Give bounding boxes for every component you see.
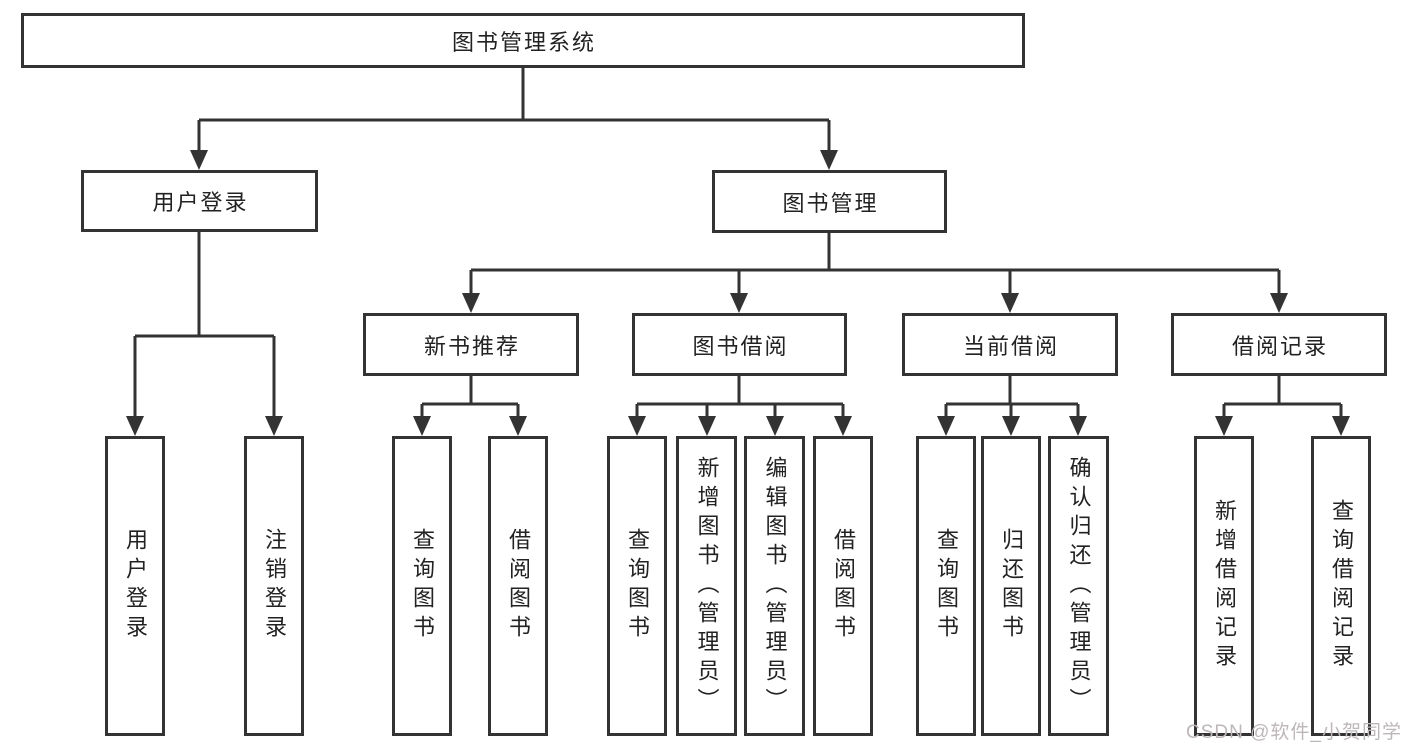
node-borrow-record: 借阅记录 (1171, 313, 1387, 376)
leaf-recommend-borrow-book: 借阅图书 (488, 436, 548, 736)
node-new-book-recommend: 新书推荐 (363, 313, 579, 376)
leaf-logout: 注销登录 (244, 436, 304, 736)
node-book-management-label: 图书管理 (782, 190, 879, 216)
connector-bookmgmt-to-level3 (469, 233, 1281, 295)
node-user-login: 用户登录 (81, 170, 318, 232)
arrowheads-record-leaves (1215, 416, 1350, 436)
leaf-current-return-book-label: 归还图书 (999, 528, 1024, 644)
node-user-login-label: 用户登录 (152, 190, 249, 215)
arrowheads-level2 (190, 150, 838, 170)
leaf-record-add-record-label: 新增借阅记录 (1212, 499, 1237, 673)
node-book-borrow-label: 图书借阅 (692, 333, 789, 359)
leaf-user-login-label: 用户登录 (123, 528, 148, 644)
arrowheads-recommend-leaves (413, 416, 527, 436)
leaf-logout-label: 注销登录 (262, 528, 287, 644)
node-root-system-label: 图书管理系统 (451, 29, 596, 55)
connector-borrow-to-leaves (635, 376, 845, 418)
leaf-borrow-edit-book: 编辑图书（管理员） (744, 436, 805, 736)
leaf-borrow-add-book-label: 新增图书（管理员） (694, 455, 720, 717)
arrowheads-level3 (462, 293, 1288, 313)
connector-record-to-leaves (1222, 376, 1343, 418)
leaf-current-confirm-return-label: 确认归还（管理员） (1066, 455, 1092, 717)
leaf-borrow-add-book: 新增图书（管理员） (676, 436, 737, 736)
connector-userlogin-to-leaves (133, 232, 276, 418)
node-new-book-recommend-label: 新书推荐 (423, 333, 520, 359)
leaf-record-add-record: 新增借阅记录 (1194, 436, 1254, 736)
leaf-recommend-query-book-label: 查询图书 (410, 528, 435, 644)
node-borrow-record-label: 借阅记录 (1231, 333, 1328, 359)
leaf-borrow-query-book-label: 查询图书 (625, 528, 650, 644)
leaf-record-query-record: 查询借阅记录 (1311, 436, 1371, 736)
node-root-system: 图书管理系统 (21, 13, 1025, 68)
arrowheads-borrow-leaves (628, 416, 852, 436)
csdn-watermark: CSDN @软件_小贺同学 (1186, 722, 1402, 743)
connector-root-to-level2 (197, 68, 831, 152)
arrowheads-userlogin-leaves (126, 416, 283, 436)
leaf-record-query-record-label: 查询借阅记录 (1329, 499, 1354, 673)
leaf-recommend-borrow-book-label: 借阅图书 (506, 528, 531, 644)
leaf-current-confirm-return: 确认归还（管理员） (1048, 436, 1109, 736)
leaf-borrow-edit-book-label: 编辑图书（管理员） (762, 455, 788, 717)
leaf-borrow-borrow-book-label: 借阅图书 (831, 528, 856, 644)
leaf-user-login: 用户登录 (105, 436, 165, 736)
leaf-borrow-query-book: 查询图书 (607, 436, 667, 736)
connector-current-to-leaves (944, 376, 1080, 418)
leaf-recommend-query-book: 查询图书 (392, 436, 452, 736)
node-current-borrow-label: 当前借阅 (962, 333, 1059, 359)
leaf-borrow-borrow-book: 借阅图书 (813, 436, 873, 736)
node-book-borrow: 图书借阅 (632, 313, 847, 376)
leaf-current-query-book: 查询图书 (916, 436, 976, 736)
node-book-management: 图书管理 (712, 170, 947, 233)
connector-recommend-to-leaves (420, 376, 520, 418)
node-current-borrow: 当前借阅 (902, 313, 1118, 376)
leaf-current-return-book: 归还图书 (981, 436, 1041, 736)
arrowheads-current-leaves (937, 416, 1087, 436)
leaf-current-query-book-label: 查询图书 (934, 528, 959, 644)
